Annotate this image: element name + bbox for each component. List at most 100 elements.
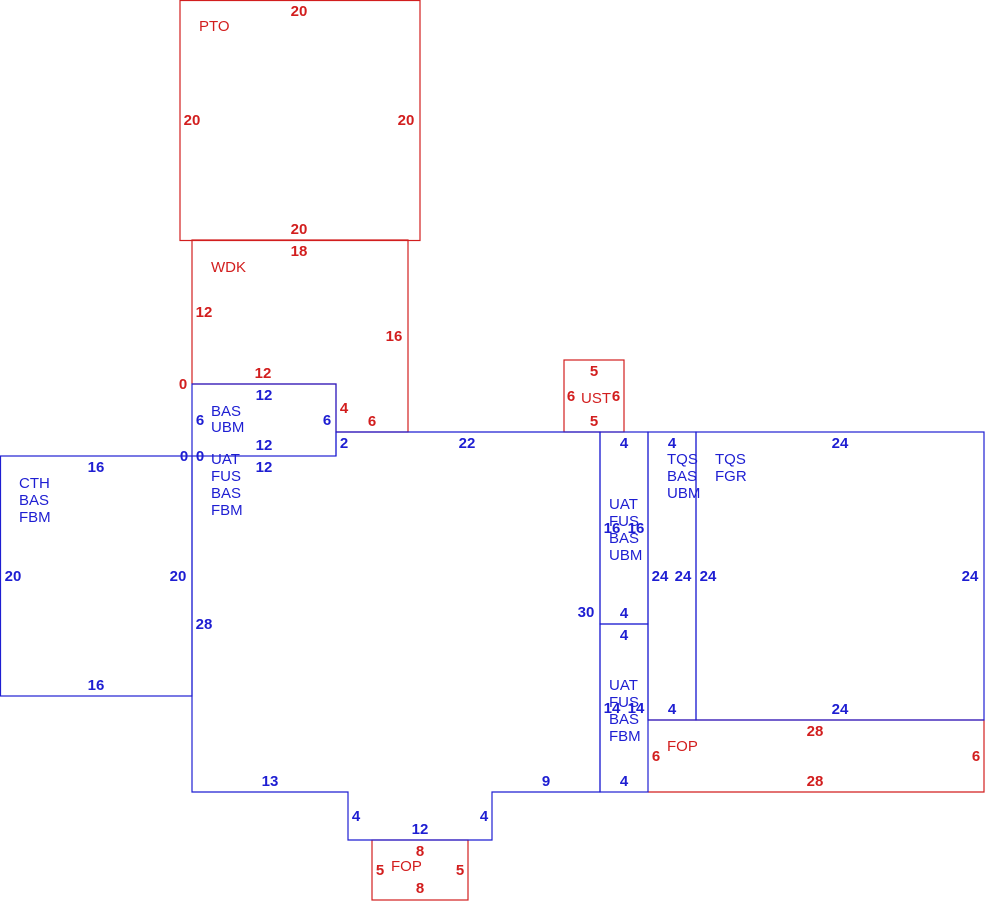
wdk-dim-step-side: 4: [340, 400, 349, 417]
fop-right-area: FOP 28 6 6 28: [648, 719, 985, 793]
uat-main-dim-bay: 12: [412, 821, 429, 838]
tqs-ubm-line-3: UBM: [667, 485, 700, 502]
fop-bottom-label: FOP: [391, 858, 422, 875]
uat-main-dim-bottom-right: 9: [542, 773, 550, 790]
bas-upper-area: BAS UBM 12 6 6 12: [191, 383, 337, 457]
uat-main-dim-top: 22: [459, 435, 476, 452]
fop-bottom-dim-left: 5: [376, 862, 384, 879]
cth-line-1: CTH: [19, 475, 50, 492]
uat-fbm-dim-top: 4: [620, 627, 629, 644]
tqs-ubm-line-1: TQS: [667, 451, 698, 468]
ust-area: UST 5 6 6 5: [563, 359, 625, 433]
pto-outline: [179, 0, 421, 242]
pto-dim-left: 20: [184, 112, 201, 129]
cth-line-3: FBM: [19, 509, 51, 526]
cth-dim-right: 20: [170, 568, 187, 585]
ust-dim-top: 5: [590, 363, 598, 380]
tqs-fgr-dim-left: 24: [700, 568, 717, 585]
ust-label: UST: [581, 390, 611, 407]
uat-fbm-line-3: BAS: [609, 711, 639, 728]
uat-ubm-line-1: UAT: [609, 496, 638, 513]
uat-ubm-dim-right: 16: [628, 520, 645, 537]
tqs-fgr-line-1: TQS: [715, 451, 746, 468]
cth-area: CTH BAS FBM 16 20 20 16: [0, 455, 193, 697]
wdk-dim-corner: 0: [179, 376, 187, 393]
uat-fbm-line-2: FUS: [609, 694, 639, 711]
uat-main-dim-corner-b: 0: [196, 448, 204, 465]
tqs-fgr-dim-bottom: 24: [832, 701, 849, 718]
cth-dim-top: 16: [88, 459, 105, 476]
uat-fbm-line-4: FBM: [609, 728, 641, 745]
tqs-fgr-outline: [695, 431, 985, 721]
wdk-dim-step-top: 12: [255, 365, 272, 382]
wdk-dim-right: 16: [386, 328, 403, 345]
cth-outline: [0, 455, 193, 697]
fop-bottom-dim-right: 5: [456, 862, 464, 879]
uat-ubm-dim-top: 4: [620, 435, 629, 452]
uat-fbm-dim-left: 14: [604, 700, 621, 717]
uat-ubm-dim-bottom: 4: [620, 605, 629, 622]
uat-main-line-1: UAT: [211, 451, 240, 468]
pto-area: PTO 20 20 20 20: [179, 0, 421, 242]
pto-dim-bottom: 20: [291, 221, 308, 238]
tqs-ubm-line-2: BAS: [667, 468, 697, 485]
uat-fbm-area: UAT FUS BAS FBM 4 14 14 4: [599, 623, 649, 793]
uat-main-outline: [191, 431, 601, 841]
uat-main-dim-step-left: 4: [352, 808, 361, 825]
uat-ubm-line-4: UBM: [609, 547, 642, 564]
uat-main-line-3: BAS: [211, 485, 241, 502]
uat-main-dim-top-left: 12: [256, 459, 273, 476]
fop-right-dim-right: 6: [972, 748, 980, 765]
fop-right-dim-left: 6: [652, 748, 660, 765]
wdk-dim-left: 12: [196, 304, 213, 321]
cth-dim-bottom: 16: [88, 677, 105, 694]
bas-upper-dim-bottom: 12: [256, 437, 273, 454]
pto-dim-top: 20: [291, 3, 308, 20]
pto-dim-right: 20: [398, 112, 415, 129]
tqs-ubm-area: TQS BAS UBM 4 24 24 4: [647, 431, 700, 721]
uat-ubm-line-2: FUS: [609, 513, 639, 530]
fop-bottom-dim-top: 8: [416, 843, 424, 860]
tqs-ubm-dim-top: 4: [668, 435, 677, 452]
uat-main-dim-notch: 2: [340, 435, 348, 452]
uat-main-line-4: FBM: [211, 502, 243, 519]
ust-dim-bottom: 5: [590, 413, 598, 430]
uat-ubm-area: UAT FUS BAS UBM 4 16 16 4: [599, 431, 649, 625]
bas-upper-dim-right: 6: [323, 412, 331, 429]
tqs-fgr-dim-top: 24: [832, 435, 849, 452]
fop-right-label: FOP: [667, 738, 698, 755]
bas-upper-dim-top: 12: [256, 387, 273, 404]
bas-upper-line-2: UBM: [211, 419, 244, 436]
cth-line-2: BAS: [19, 492, 49, 509]
uat-main-area: UAT FUS BAS FBM 12 0 0 2 22 28 30 13 9 4…: [180, 431, 601, 841]
uat-main-line-2: FUS: [211, 468, 241, 485]
uat-fbm-dim-right: 14: [628, 700, 645, 717]
tqs-fgr-dim-right: 24: [962, 568, 979, 585]
tqs-fgr-area: TQS FGR 24 24 24 24: [695, 431, 985, 721]
ust-dim-right: 6: [612, 388, 620, 405]
uat-main-dim-left: 28: [196, 616, 213, 633]
tqs-ubm-dim-bottom: 4: [668, 701, 677, 718]
fop-right-dim-top: 28: [807, 723, 824, 740]
bas-upper-line-1: BAS: [211, 403, 241, 420]
ust-dim-left: 6: [567, 388, 575, 405]
uat-ubm-line-3: BAS: [609, 530, 639, 547]
fop-right-dim-bottom: 28: [807, 773, 824, 790]
bas-upper-dim-left: 6: [196, 412, 204, 429]
tqs-fgr-line-2: FGR: [715, 468, 747, 485]
wdk-label: WDK: [211, 259, 246, 276]
uat-main-dim-step-right: 4: [480, 808, 489, 825]
cth-dim-left: 20: [5, 568, 22, 585]
tqs-ubm-dim-right: 24: [675, 568, 692, 585]
wdk-dim-top: 18: [291, 243, 308, 260]
pto-label: PTO: [199, 18, 230, 35]
uat-fbm-dim-bottom: 4: [620, 773, 629, 790]
bas-upper-outline: [191, 383, 337, 457]
tqs-ubm-dim-left: 24: [652, 568, 669, 585]
uat-ubm-dim-left: 16: [604, 520, 621, 537]
fop-bottom-area: FOP 8 5 5 8: [371, 839, 469, 901]
uat-main-dim-bottom-left: 13: [262, 773, 279, 790]
fop-bottom-dim-bottom: 8: [416, 880, 424, 897]
uat-main-dim-right: 30: [578, 604, 595, 621]
